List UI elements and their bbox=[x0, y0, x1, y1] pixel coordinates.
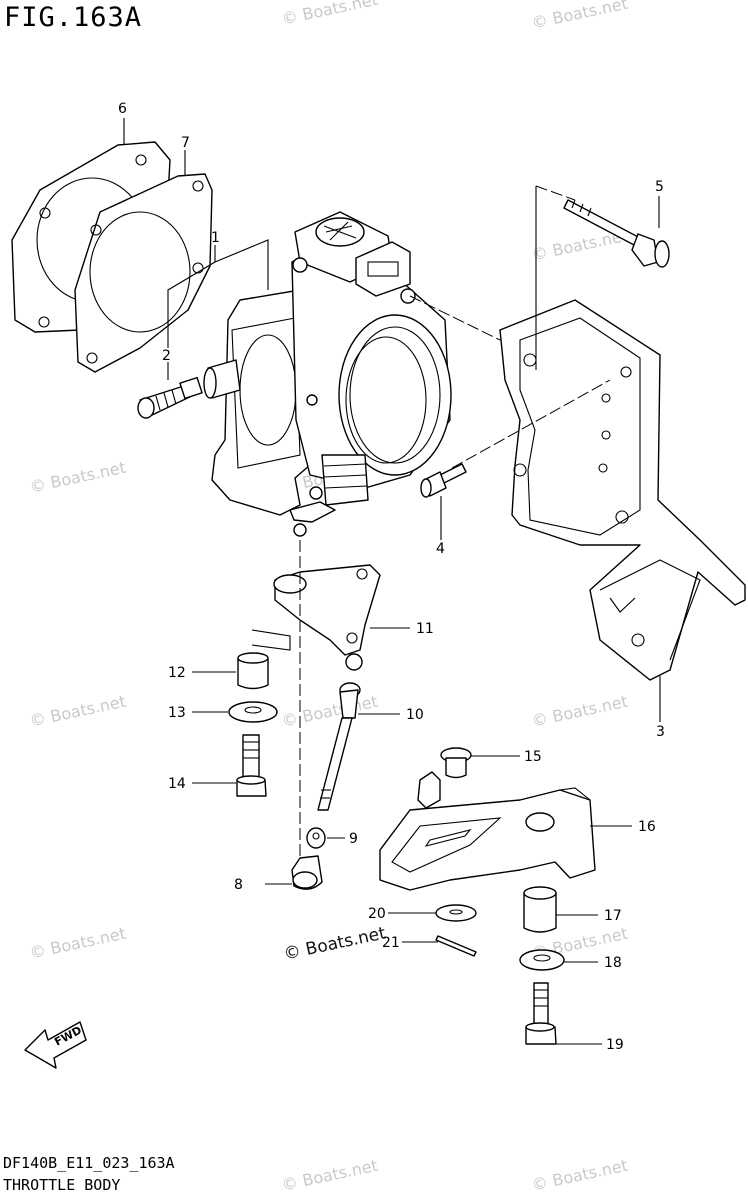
bolt-part-19 bbox=[525, 982, 557, 1045]
washer-part-13 bbox=[228, 701, 278, 723]
cotter-pin-part-21 bbox=[435, 935, 477, 957]
callout-5: 5 bbox=[655, 179, 664, 195]
bolt-part-5 bbox=[563, 199, 670, 268]
cam-lever-part-16 bbox=[379, 771, 596, 891]
bolt-part-4 bbox=[420, 463, 467, 498]
callout-12: 12 bbox=[168, 665, 186, 681]
bushing-part-15 bbox=[440, 747, 472, 779]
footer-code: DF140B_E11_023_163A bbox=[3, 1154, 175, 1172]
callout-18: 18 bbox=[604, 955, 622, 971]
lever-plate-part-11 bbox=[273, 564, 381, 671]
gasket-part-7 bbox=[74, 173, 213, 373]
footer-name: THROTTLE BODY bbox=[3, 1176, 121, 1194]
washer-part-18 bbox=[519, 949, 565, 971]
nut-part-9 bbox=[306, 827, 326, 849]
callout-14: 14 bbox=[168, 776, 186, 792]
sensor-part-2 bbox=[137, 376, 203, 419]
callout-3: 3 bbox=[656, 724, 665, 740]
callout-4: 4 bbox=[436, 541, 445, 557]
callout-2: 2 bbox=[162, 348, 171, 364]
collar-part-12 bbox=[237, 652, 269, 690]
callout-21: 21 bbox=[382, 935, 400, 951]
callout-13: 13 bbox=[168, 705, 186, 721]
callout-9: 9 bbox=[349, 831, 358, 847]
link-rod-part-10 bbox=[317, 682, 361, 811]
callout-17: 17 bbox=[604, 908, 622, 924]
bracket-part-3 bbox=[499, 299, 746, 681]
washer-part-20 bbox=[435, 904, 477, 922]
collar-part-17 bbox=[523, 886, 557, 933]
callout-8: 8 bbox=[234, 877, 243, 893]
figure-title: FIG.163A bbox=[4, 2, 143, 33]
callout-19: 19 bbox=[606, 1037, 624, 1053]
callout-7: 7 bbox=[181, 135, 190, 151]
callout-10: 10 bbox=[406, 707, 424, 723]
callout-20: 20 bbox=[368, 906, 386, 922]
ball-joint-part-8 bbox=[291, 855, 323, 890]
bolt-part-14 bbox=[236, 734, 267, 797]
callout-11: 11 bbox=[416, 621, 434, 637]
callout-16: 16 bbox=[638, 819, 656, 835]
callout-1: 1 bbox=[211, 230, 220, 246]
throttle-body-part-1 bbox=[203, 211, 452, 537]
callout-15: 15 bbox=[524, 749, 542, 765]
fwd-arrow-icon: FWD bbox=[24, 1021, 87, 1069]
callout-6: 6 bbox=[118, 101, 127, 117]
